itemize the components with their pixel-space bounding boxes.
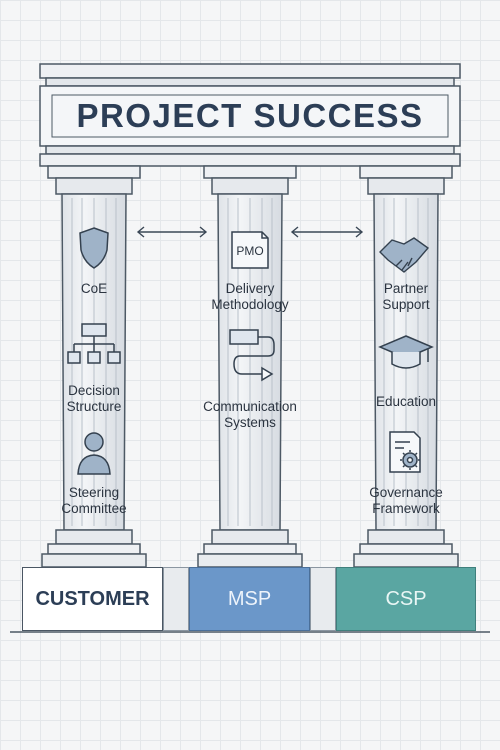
label-partner-support: Partner Support <box>382 281 430 312</box>
roof-cornice <box>39 63 461 167</box>
label-delivery-methodology: Delivery Methodology <box>211 281 289 312</box>
flow-arrow-icon <box>229 329 275 382</box>
pmo-icon-text: PMO <box>236 244 264 258</box>
label-education: Education <box>375 394 437 409</box>
base-customer: CUSTOMER <box>22 567 163 631</box>
label-governance-framework: Governance Framework <box>369 485 443 516</box>
graduation-cap-icon <box>378 335 434 369</box>
document-icon <box>231 231 269 269</box>
label-decision-structure: Decision Structure <box>66 383 122 414</box>
base-csp: CSP <box>336 567 476 631</box>
base-joint <box>310 567 336 631</box>
label-communication-systems: Communication Systems <box>203 399 297 430</box>
shield-icon <box>79 227 109 269</box>
label-coe: CoE <box>80 281 108 296</box>
double-arrow-icon <box>136 226 208 238</box>
handshake-icon <box>379 237 430 273</box>
page-title: PROJECT SUCCESS <box>76 97 424 134</box>
column-msp <box>197 165 303 568</box>
base-msp: MSP <box>189 567 310 631</box>
label-steering-committee: Steering Committee <box>61 485 127 516</box>
double-arrow-icon <box>290 226 364 238</box>
gear-document-icon <box>389 431 421 473</box>
person-icon <box>77 432 111 475</box>
org-chart-icon <box>67 323 121 364</box>
base-joint <box>163 567 189 631</box>
